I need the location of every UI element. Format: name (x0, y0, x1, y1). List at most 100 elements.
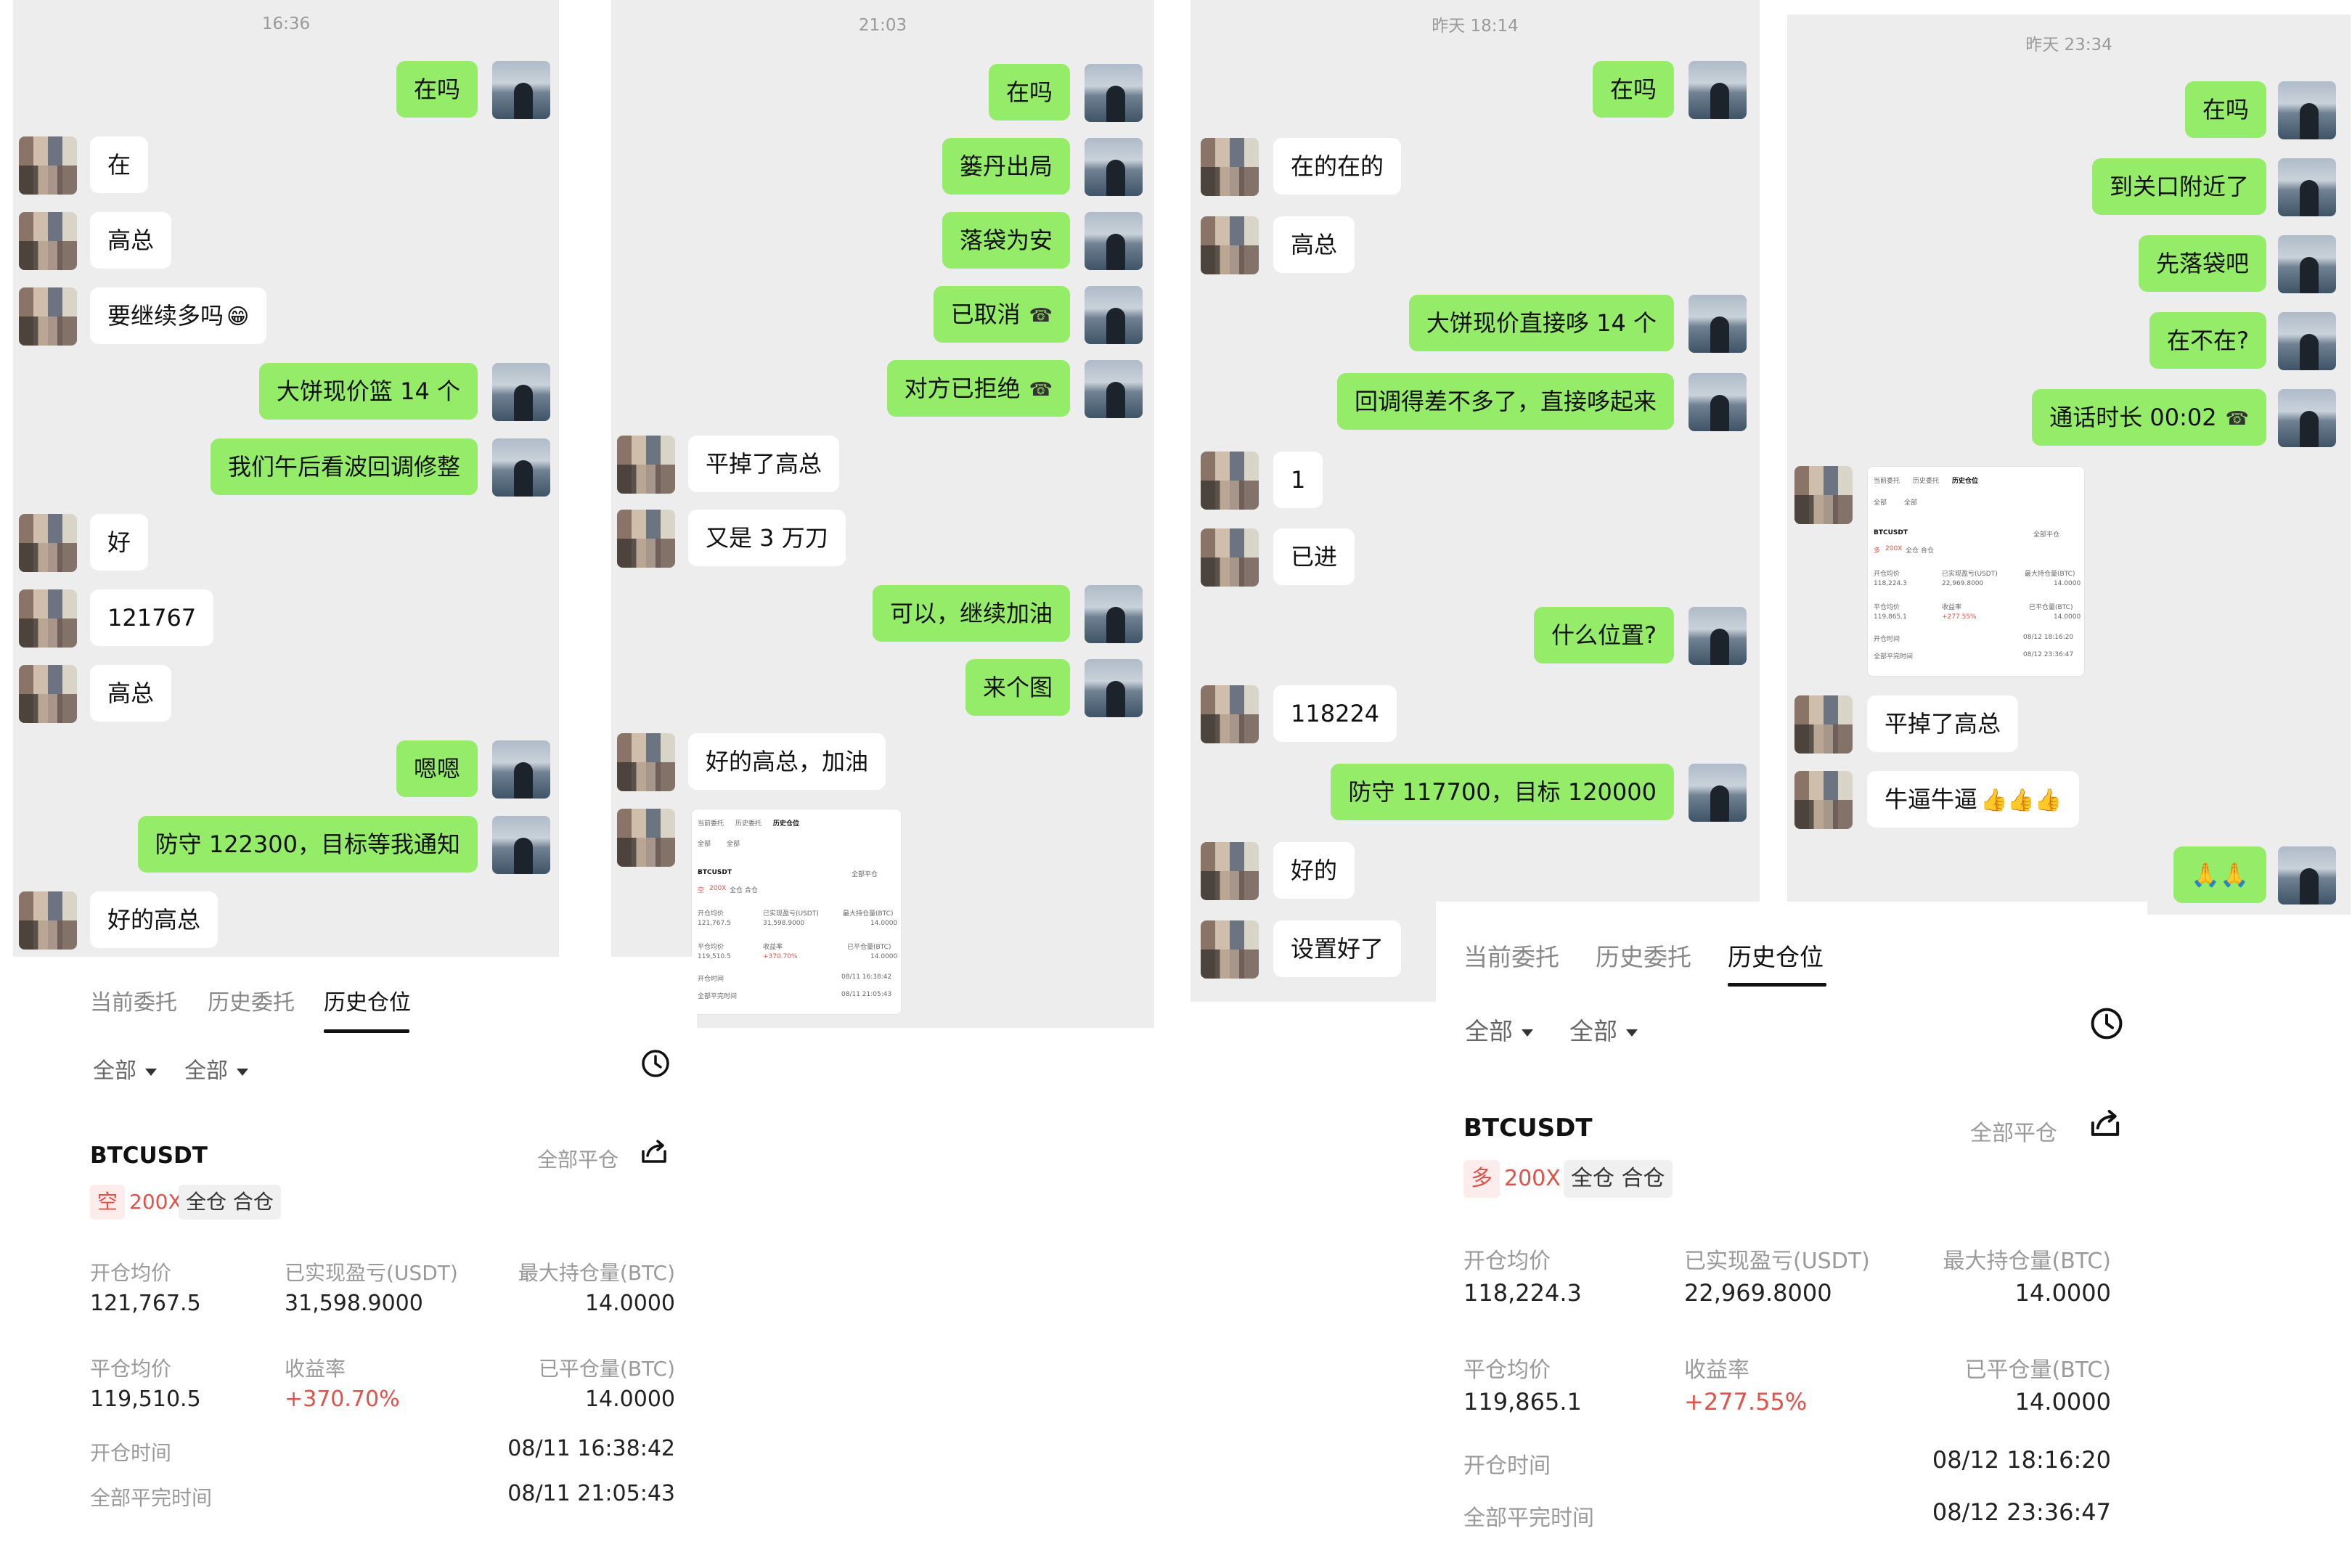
message-bubble[interactable]: 好 (90, 514, 149, 571)
message-bubble[interactable]: 好的高总 (90, 891, 219, 948)
contact-avatar[interactable] (19, 287, 77, 346)
share-icon[interactable] (2088, 1106, 2123, 1141)
contact-avatar[interactable] (1794, 771, 1853, 829)
message-bubble[interactable]: 到关口附近了 (2091, 158, 2266, 215)
message-bubble[interactable]: 在吗 (1592, 61, 1674, 118)
filter-dropdown-2[interactable]: 全部 (1569, 1012, 1638, 1047)
my-avatar[interactable] (492, 61, 550, 119)
close-all-button[interactable]: 全部平仓 (537, 1148, 619, 1172)
contact-avatar[interactable] (617, 733, 675, 791)
contact-avatar[interactable] (19, 589, 77, 648)
my-avatar[interactable] (492, 438, 550, 497)
contact-avatar[interactable] (1201, 920, 1259, 979)
my-avatar[interactable] (1085, 585, 1143, 643)
tab-history-positions[interactable]: 历史仓位 (1728, 943, 1824, 971)
message-bubble[interactable]: 防守 117700，目标 120000 (1331, 764, 1674, 820)
tab-history-positions[interactable]: 历史仓位 (324, 990, 411, 1016)
contact-avatar[interactable] (1794, 695, 1853, 754)
message-bubble[interactable]: 🙏🙏 (2173, 846, 2266, 903)
message-bubble[interactable]: 要继续多吗😁 (90, 287, 267, 344)
filter-dropdown-1[interactable]: 全部 (1465, 1012, 1533, 1047)
contact-avatar[interactable] (1201, 216, 1259, 274)
call-message-bubble[interactable]: 已取消☎ (933, 286, 1070, 343)
contact-avatar[interactable] (1201, 138, 1259, 196)
filter-dropdown-2[interactable]: 全部 (184, 1053, 248, 1085)
message-bubble[interactable]: 设置好了 (1273, 920, 1402, 977)
message-bubble[interactable]: 高总 (1273, 216, 1355, 273)
message-bubble[interactable]: 在不在? (2149, 312, 2266, 369)
close-all-button[interactable]: 全部平仓 (1970, 1121, 2057, 1146)
message-bubble[interactable]: 来个图 (965, 659, 1070, 716)
clock-icon[interactable] (640, 1048, 671, 1079)
my-avatar[interactable] (1085, 138, 1143, 196)
my-avatar[interactable] (2278, 389, 2336, 447)
message-bubble[interactable]: 在的在的 (1273, 138, 1402, 195)
contact-avatar[interactable] (1201, 685, 1259, 743)
message-bubble[interactable]: 好的高总，加油 (688, 733, 886, 790)
my-avatar[interactable] (1085, 360, 1143, 418)
message-bubble[interactable]: 平掉了高总 (688, 436, 840, 492)
my-avatar[interactable] (1689, 607, 1747, 665)
contact-avatar[interactable] (617, 809, 675, 867)
message-bubble[interactable]: 在吗 (988, 64, 1070, 121)
contact-avatar[interactable] (1201, 842, 1259, 900)
tab-history-orders[interactable]: 历史委托 (1596, 943, 1691, 971)
contact-avatar[interactable] (1794, 466, 1853, 524)
tab-current-orders[interactable]: 当前委托 (1463, 943, 1559, 971)
message-bubble[interactable]: 在吗 (2184, 81, 2266, 138)
message-bubble[interactable]: 防守 122300，目标等我通知 (137, 816, 478, 873)
contact-avatar[interactable] (19, 136, 77, 195)
message-bubble[interactable]: 高总 (90, 212, 172, 269)
call-message-bubble[interactable]: 通话时长 00:02☎ (2032, 389, 2266, 446)
message-bubble[interactable]: 大饼现价篮 14 个 (258, 363, 478, 420)
message-bubble[interactable]: 我们午后看波回调修整 (210, 438, 478, 495)
my-avatar[interactable] (2278, 158, 2336, 216)
position-screenshot-image[interactable]: 当前委托 历史委托 历史仓位 全部 全部 BTCUSDT 全部平仓 空 200X… (691, 809, 902, 1015)
call-message-bubble[interactable]: 对方已拒绝☎ (886, 360, 1070, 417)
message-bubble[interactable]: 高总 (90, 665, 172, 722)
tab-current-orders[interactable]: 当前委托 (90, 990, 177, 1016)
my-avatar[interactable] (492, 363, 550, 421)
my-avatar[interactable] (1085, 659, 1143, 717)
message-bubble[interactable]: 在吗 (396, 61, 478, 118)
message-bubble[interactable]: 大饼现价直接哆 14 个 (1408, 295, 1674, 351)
my-avatar[interactable] (1689, 295, 1747, 353)
my-avatar[interactable] (2278, 312, 2336, 370)
my-avatar[interactable] (1085, 212, 1143, 270)
my-avatar[interactable] (492, 740, 550, 799)
message-bubble[interactable]: 又是 3 万刀 (688, 510, 846, 566)
contact-avatar[interactable] (617, 510, 675, 568)
message-bubble[interactable]: 什么位置? (1534, 607, 1674, 663)
my-avatar[interactable] (2278, 81, 2336, 139)
message-bubble[interactable]: 1 (1273, 452, 1323, 508)
contact-avatar[interactable] (1201, 528, 1259, 587)
message-bubble[interactable]: 平掉了高总 (1867, 695, 2019, 752)
message-bubble[interactable]: 先落袋吧 (2138, 235, 2266, 292)
position-screenshot-image[interactable]: 当前委托 历史委托 历史仓位 全部 全部 BTCUSDT 全部平仓 多 200X… (1867, 466, 2085, 677)
my-avatar[interactable] (1085, 286, 1143, 344)
tab-history-orders[interactable]: 历史委托 (208, 990, 295, 1016)
share-icon[interactable] (639, 1137, 669, 1167)
filter-dropdown-1[interactable]: 全部 (93, 1053, 157, 1085)
message-bubble[interactable]: 落袋为安 (942, 212, 1070, 269)
message-bubble[interactable]: 121767 (90, 589, 214, 646)
message-bubble[interactable]: 嗯嗯 (396, 740, 478, 797)
my-avatar[interactable] (1689, 764, 1747, 822)
message-bubble[interactable]: 回调得差不多了，直接哆起来 (1336, 373, 1674, 430)
message-bubble[interactable]: 牛逼牛逼👍👍👍 (1867, 771, 2080, 828)
message-bubble[interactable]: 篓丹出局 (942, 138, 1070, 195)
message-bubble[interactable]: 118224 (1273, 685, 1397, 742)
contact-avatar[interactable] (19, 514, 77, 572)
message-bubble[interactable]: 可以，继续加油 (872, 585, 1070, 642)
message-bubble[interactable]: 好的 (1273, 842, 1355, 899)
my-avatar[interactable] (1689, 61, 1747, 119)
contact-avatar[interactable] (617, 436, 675, 494)
my-avatar[interactable] (1689, 373, 1747, 431)
contact-avatar[interactable] (19, 891, 77, 950)
message-bubble[interactable]: 已进 (1273, 528, 1355, 585)
my-avatar[interactable] (1085, 64, 1143, 122)
contact-avatar[interactable] (19, 212, 77, 270)
my-avatar[interactable] (2278, 846, 2336, 905)
my-avatar[interactable] (2278, 235, 2336, 293)
message-bubble[interactable]: 在 (90, 136, 149, 193)
